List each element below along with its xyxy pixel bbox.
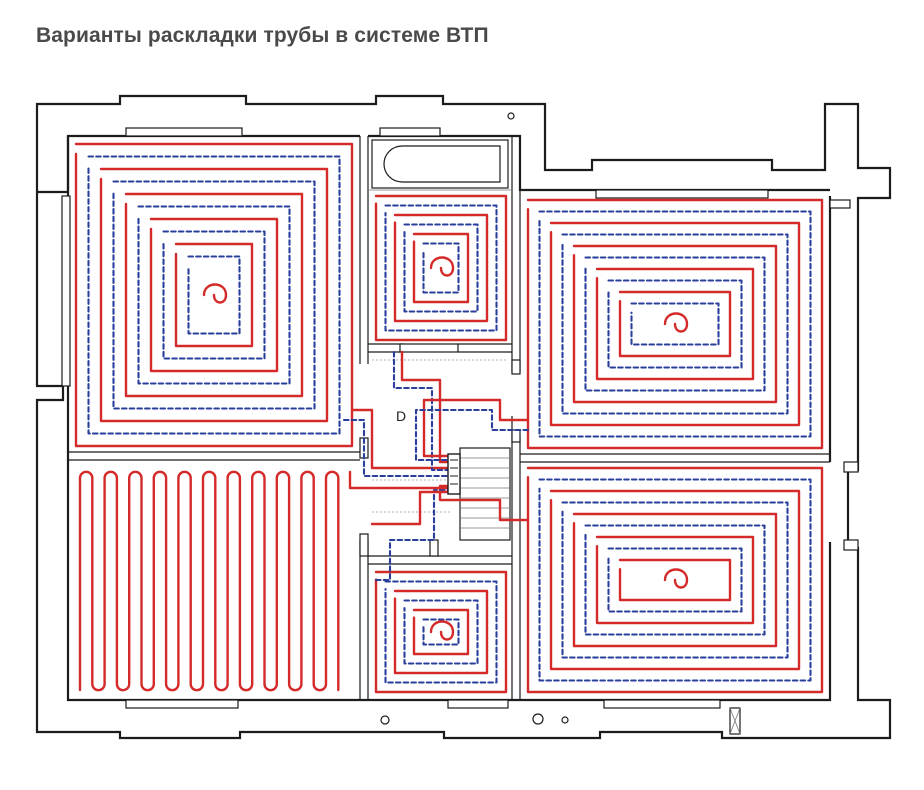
room3-loop-return	[607, 279, 743, 369]
room1-loop-supply	[99, 167, 329, 423]
feed-pipe	[370, 490, 454, 526]
room3-loop-return	[584, 256, 766, 392]
stair-icon	[459, 447, 511, 541]
room1-loop-return	[187, 255, 241, 335]
room4-loop-supply	[618, 558, 732, 602]
room1-loop-supply	[174, 242, 254, 348]
door-label: D	[396, 408, 406, 424]
room3-loop-supply	[549, 221, 801, 427]
interior-walls	[68, 136, 830, 700]
room1-loop-return	[87, 155, 341, 435]
room6-serpentine	[78, 470, 340, 692]
feed-pipe	[400, 350, 454, 464]
room5-loop-return	[384, 580, 498, 684]
collector-icon	[447, 453, 461, 495]
room3-loop-supply	[572, 244, 778, 404]
feed-pipe	[422, 398, 530, 458]
page-title: Варианты раскладки трубы в системе ВТП	[36, 24, 489, 47]
room1-loop-supply	[124, 192, 304, 398]
room5-loop-return	[403, 599, 479, 665]
room1-loop-return	[137, 205, 291, 385]
riser-icon	[380, 112, 741, 735]
room2-loop-supply	[393, 213, 489, 323]
feed-pipe	[438, 484, 530, 522]
room1-loop-center	[202, 283, 228, 304]
room5-loop-return	[422, 618, 460, 646]
hallway-dotted	[372, 359, 508, 513]
room3-loop-return	[538, 210, 812, 438]
room4-loop-return	[538, 478, 812, 682]
room2-loop-return	[422, 242, 460, 294]
feed-pipe	[374, 488, 454, 582]
room1-loop-return	[112, 180, 316, 410]
room1-loop-supply	[74, 142, 354, 448]
room5-loop-supply	[412, 608, 470, 656]
feed-pipe	[392, 350, 454, 472]
room2-loop-center	[429, 256, 455, 277]
room2-loop-return	[384, 204, 498, 332]
room4-loop-center	[663, 568, 689, 589]
room4-loop-return	[561, 501, 789, 659]
room3-loop-supply	[618, 290, 732, 358]
room3-loop-return	[630, 302, 720, 346]
room5-loop-supply	[393, 589, 489, 675]
feed-pipe	[414, 408, 530, 462]
room3-loop-return	[561, 233, 789, 415]
room4-loop-supply	[572, 512, 778, 648]
room4-loop-supply	[549, 489, 801, 671]
room3-loop-supply	[595, 267, 755, 381]
room5-loop-center	[429, 620, 455, 641]
bathtub-icon	[371, 139, 509, 189]
windows	[61, 127, 859, 709]
room4-loop-return	[607, 547, 743, 613]
room4-loop-supply	[526, 466, 824, 694]
feed-pipe	[350, 408, 454, 470]
room3-loop-center	[663, 312, 689, 333]
room3-loop-supply	[526, 198, 824, 450]
room4-loop-return	[584, 524, 766, 636]
room2-loop-return	[403, 223, 479, 313]
feed-pipe	[348, 470, 454, 490]
room1-loop-supply	[149, 217, 279, 373]
heating-circuits	[74, 142, 824, 694]
room2-loop-supply	[374, 194, 508, 342]
feed-pipe	[342, 418, 454, 478]
room1-loop-return	[162, 230, 266, 360]
room2-loop-supply	[412, 232, 470, 304]
room4-loop-supply	[595, 535, 755, 625]
room5-loop-supply	[374, 570, 508, 694]
